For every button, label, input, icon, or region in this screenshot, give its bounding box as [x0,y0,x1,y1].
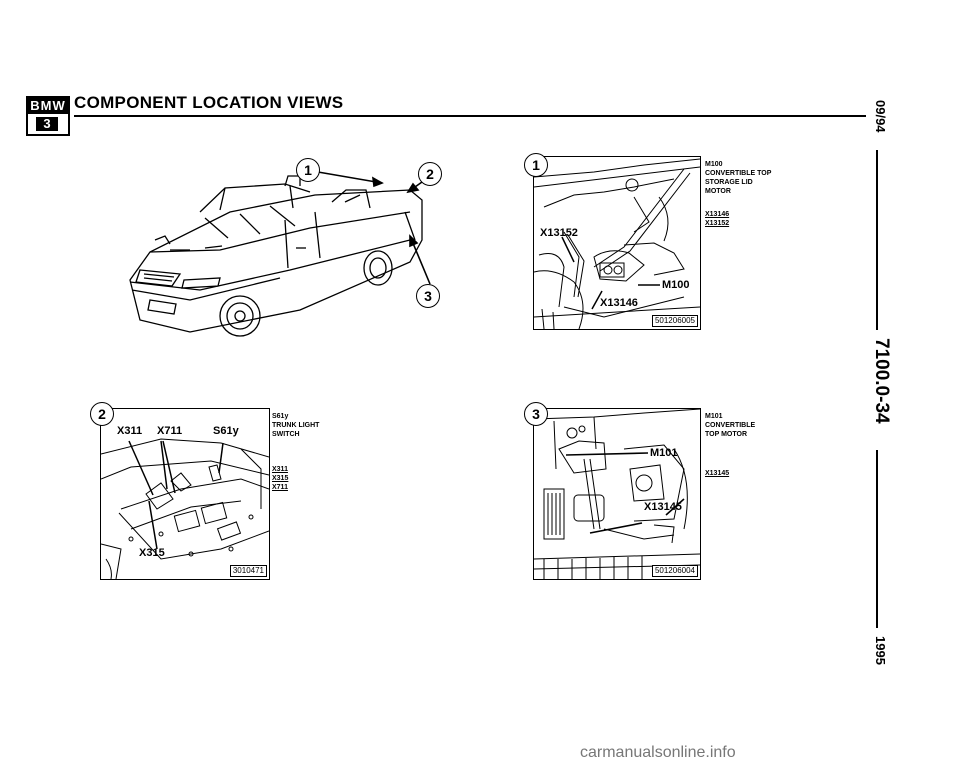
view-2-legend-line-4: X311 [272,466,288,473]
view-1-label-2: M100 [662,279,690,291]
page-title: COMPONENT LOCATION VIEWS [74,93,344,112]
car-overview-illustration [129,171,431,337]
view-1-legend-line-6: X13152 [705,220,730,227]
view-1-label-1: X13152 [540,227,578,239]
view-1-legend-line-2: CONVERTIBLE TOP [705,170,772,177]
side-year: 1995 [873,636,888,665]
view-2-legend-line-1: S61y [272,413,289,420]
view-2-badge: 2 [90,402,114,426]
header-rule [74,115,866,117]
view-3-label-2: X13145 [644,501,682,513]
view-1-badge: 1 [524,153,548,177]
view-2-legend: S61y TRUNK LIGHT SWITCH X311 X315 X711 [272,412,319,492]
view-3-legend-line-2: CONVERTIBLE [705,422,756,429]
view-1-label-3: X13146 [600,297,638,309]
view-1-illustration [534,158,700,329]
side-date: 09/94 [873,100,888,133]
view-1-panel: X13152 M100 X13146 501206005 [533,156,701,330]
view-3-code: 501206004 [651,565,698,577]
view-1-legend-line-5: X13146 [705,211,730,218]
side-line-2 [876,450,878,628]
view-1-legend-line-4: MOTOR [705,188,731,195]
view-3-illustration [534,409,700,579]
view-1-legend-line-3: STORAGE LID [705,179,753,186]
view-2-illustration [101,438,269,579]
side-line-1 [876,150,878,330]
view-3-panel: M101 X13145 501206004 [533,408,701,580]
view-2-label-1: X311 [117,425,143,437]
view-3-legend-line-4: X13145 [705,470,730,477]
car-callout-3: 3 [416,284,440,308]
view-3-legend-line-3: TOP MOTOR [705,431,748,438]
view-2-label-3: S61y [213,425,239,437]
view-3-legend-line-1: M101 [705,413,723,420]
logo-brand: BMW [28,98,68,114]
view-1-legend: M100 CONVERTIBLE TOP STORAGE LID MOTOR X… [705,160,771,228]
watermark-text: carmanualsonline.info [580,744,736,761]
side-page-number: 7100.0-34 [871,338,892,424]
side-margin: 09/94 7100.0-34 1995 [858,100,898,665]
view-2-label-4: X315 [139,547,165,559]
view-2-legend-line-6: X711 [272,484,288,491]
view-3-label-1: M101 [650,447,678,459]
view-2-legend-line-3: SWITCH [272,431,300,438]
view-2-legend-line-2: TRUNK LIGHT [272,422,320,429]
view-2-panel: X311 X711 S61y X315 3010471 [100,408,270,580]
logo-series: 3 [36,117,58,131]
view-1-legend-line-1: M100 [705,161,723,168]
view-3-legend: M101 CONVERTIBLE TOP MOTOR X13145 [705,412,755,478]
car-callout-2: 2 [418,162,442,186]
view-2-legend-line-5: X315 [272,475,289,482]
view-3-badge: 3 [524,402,548,426]
view-1-code: 501206005 [651,315,698,327]
car-callout-1: 1 [296,158,320,182]
view-2-code: 3010471 [229,565,267,577]
bmw-3-series-logo: BMW 3 [26,96,70,136]
view-2-label-2: X711 [157,425,183,437]
